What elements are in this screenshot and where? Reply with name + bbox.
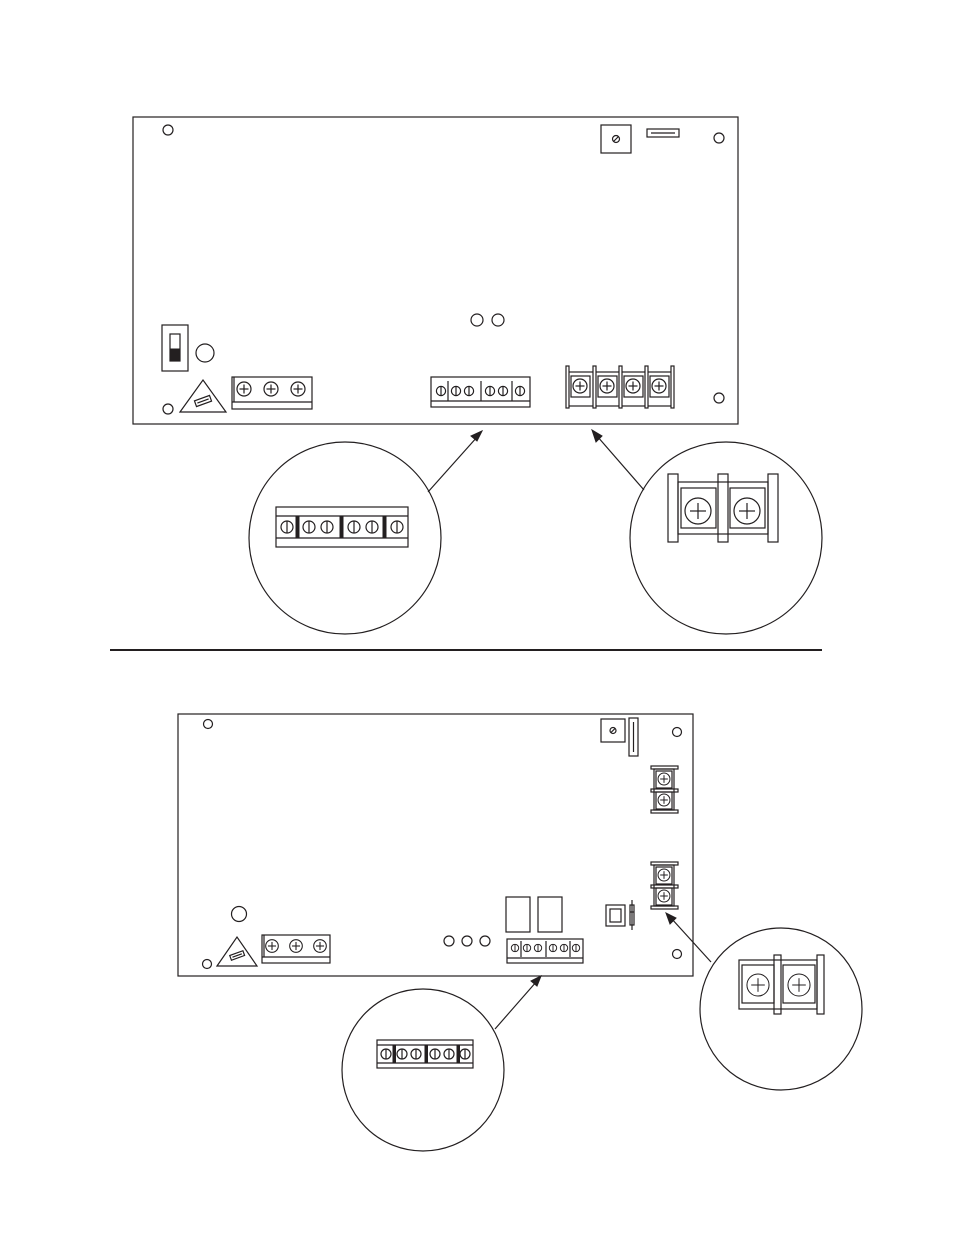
mounting-hole	[673, 950, 682, 959]
top-panel	[133, 117, 822, 634]
led-icon	[196, 344, 214, 362]
header-connector	[647, 129, 679, 137]
callout-arrow	[592, 430, 644, 490]
diode-icon	[630, 900, 634, 930]
power-terminal-block	[232, 377, 312, 409]
barrier-terminal-callout	[700, 928, 862, 1090]
bottom-panel	[178, 714, 862, 1151]
potentiometer-icon	[601, 125, 631, 153]
signal-terminal-strip	[507, 939, 583, 963]
test-point	[471, 314, 483, 326]
barrier-terminal-callout	[630, 442, 822, 634]
terminal-strip-callout	[342, 989, 504, 1151]
terminal-strip-callout	[249, 442, 441, 634]
power-terminal-block	[262, 935, 330, 963]
circuit-board-outline	[178, 714, 693, 976]
mounting-hole	[673, 728, 682, 737]
test-point	[492, 314, 504, 326]
ic-chip	[606, 905, 625, 926]
mounting-hole	[204, 720, 213, 729]
callout-arrow	[495, 976, 541, 1029]
mounting-hole	[163, 125, 173, 135]
fuse-warning-icon	[180, 380, 226, 412]
barrier-terminal-block	[566, 366, 674, 408]
relay	[506, 897, 530, 932]
test-point	[462, 936, 472, 946]
header-connector	[629, 718, 638, 756]
mounting-hole	[714, 393, 724, 403]
mounting-hole	[714, 133, 724, 143]
led-icon	[232, 907, 247, 922]
fuse-warning-icon	[217, 937, 257, 966]
mounting-hole	[163, 404, 173, 414]
barrier-terminal-block	[651, 766, 678, 813]
signal-terminal-strip	[431, 377, 530, 407]
callout-arrow	[428, 431, 482, 492]
mounting-hole	[203, 960, 212, 969]
test-point	[444, 936, 454, 946]
dip-switch-icon	[162, 325, 188, 371]
test-point	[480, 936, 490, 946]
potentiometer-icon	[601, 719, 625, 742]
barrier-terminal-block	[651, 862, 678, 909]
relay	[538, 897, 562, 932]
